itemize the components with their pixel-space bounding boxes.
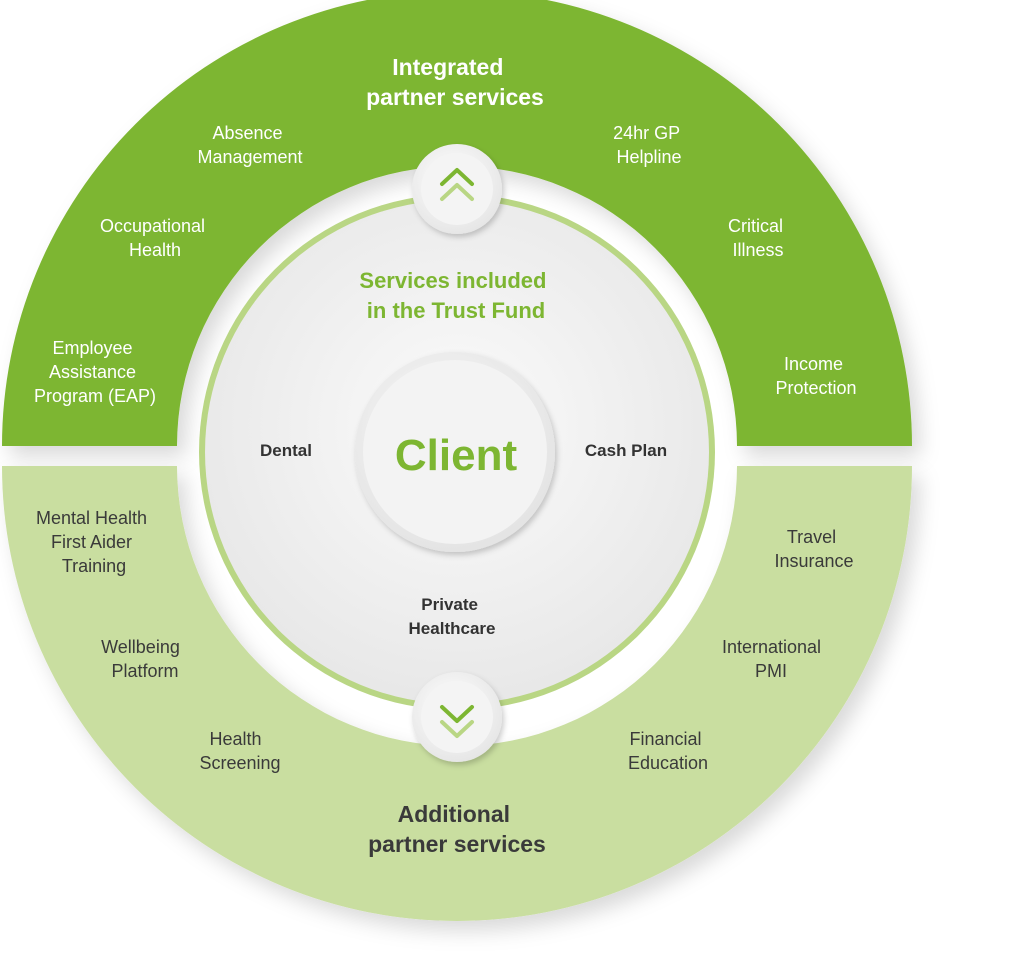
service-health-screening: Health Screening <box>199 729 280 773</box>
client-circle <box>363 360 547 544</box>
additional-ring <box>2 466 912 921</box>
service-wellbeing-platform: Wellbeing Platform <box>101 637 185 681</box>
service-income-protection: Income Protection <box>775 354 856 398</box>
double-chevron-down-icon <box>440 705 474 738</box>
service-financial-education: Financial Education <box>628 729 708 773</box>
service-critical-illness: Critical Illness <box>728 216 788 260</box>
client-label: Client <box>395 431 518 480</box>
service-cash-plan: Cash Plan <box>585 441 667 460</box>
additional-ring-band <box>2 466 912 921</box>
service-travel-insurance: Travel Insurance <box>774 527 853 571</box>
service-occupational-health: Occupational Health <box>100 216 210 260</box>
trust-fund-title: Services included in the Trust Fund <box>359 268 552 323</box>
integrated-title: Integrated partner services <box>366 54 544 110</box>
service-dental: Dental <box>260 441 312 460</box>
down-arrow-button <box>412 672 502 762</box>
integrated-ring <box>2 0 912 446</box>
service-private-healthcare: Private Healthcare <box>409 595 496 638</box>
service-international-pmi: International PMI <box>722 637 826 681</box>
integrated-ring-band <box>2 0 912 446</box>
service-mental-health-first-aider: Mental Health First Aider Training <box>36 508 152 576</box>
service-absence-management: Absence Management <box>197 123 302 167</box>
service-gp-helpline: 24hr GP Helpline <box>613 123 685 167</box>
service-eap: Employee Assistance Program (EAP) <box>34 338 156 406</box>
up-arrow-button <box>412 144 502 234</box>
additional-title: Additional partner services <box>368 801 546 857</box>
double-chevron-up-icon <box>440 168 474 201</box>
